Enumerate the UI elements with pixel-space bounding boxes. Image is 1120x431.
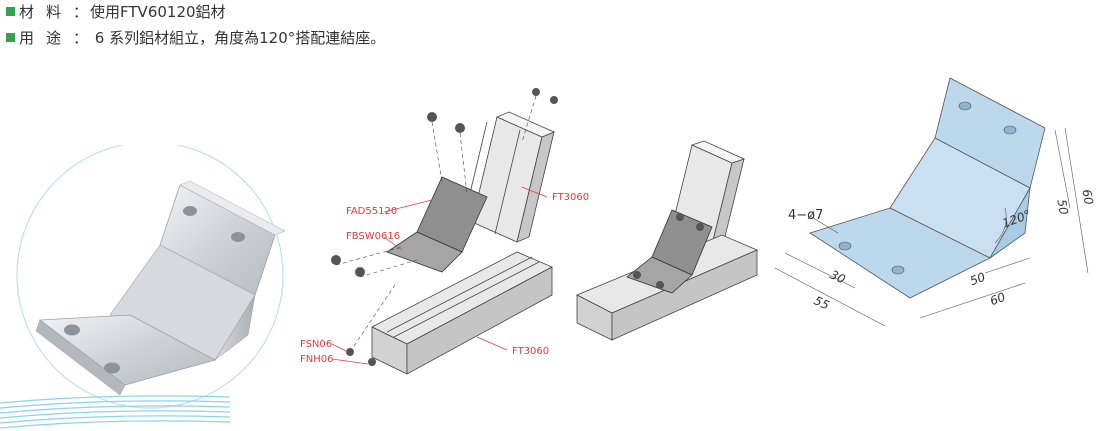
spec-usage-colon: ： xyxy=(73,29,89,47)
green-square-icon xyxy=(6,33,15,42)
callout-fad55120: FAD55120 xyxy=(346,206,398,217)
dim-50-right: 50 xyxy=(1054,198,1071,216)
callout-fnh06: FNH06 xyxy=(300,354,334,365)
dimension-drawing xyxy=(774,77,1089,327)
green-square-icon xyxy=(6,7,15,16)
dim-60-right: 60 xyxy=(1079,188,1096,206)
spec-usage-value: 6 系列鋁材組立，角度為120°搭配連結座。 xyxy=(90,29,386,47)
dim-holes: 4−ø7 xyxy=(788,208,824,223)
spec-usage: 用途： 6 系列鋁材組立，角度為120°搭配連結座。 xyxy=(6,29,385,47)
callout-fsn06: FSN06 xyxy=(300,339,333,350)
decorative-stripes xyxy=(0,395,230,429)
callout-ft3060-top: FT3060 xyxy=(552,192,590,203)
spec-usage-key: 用途 xyxy=(19,29,74,47)
assembled-profile-diagram xyxy=(576,140,759,341)
spec-material-key: 材料 xyxy=(19,3,74,21)
exploded-assembly-diagram xyxy=(331,88,558,375)
spec-material: 材料：使用FTV60120鋁材 xyxy=(6,3,226,21)
callout-ft3060-bottom: FT3060 xyxy=(512,346,550,357)
callout-fbsw0616: FBSW0616 xyxy=(346,231,401,242)
spec-material-colon: ： xyxy=(73,3,89,21)
spec-material-value: 使用FTV60120鋁材 xyxy=(90,3,226,21)
bracket-photo xyxy=(16,145,286,409)
